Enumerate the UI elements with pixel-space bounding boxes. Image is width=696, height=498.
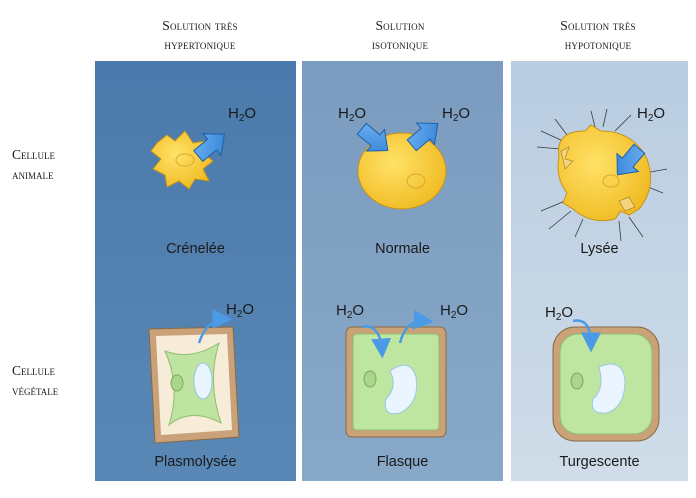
panel-hypertonic: H2O H2O Crénelée Plasmolysée — [95, 61, 296, 481]
water-label: H2O — [440, 302, 469, 321]
flaccid-plant-cell — [345, 326, 447, 438]
normal-animal-cell — [357, 132, 447, 210]
row-label-line1: Cellule — [12, 363, 55, 378]
water-label: H2O — [338, 105, 367, 124]
row-label-line1: Cellule — [12, 147, 55, 162]
outflow-arrow-icon — [406, 122, 439, 152]
row-label-plant: Cellule végétale — [12, 361, 90, 401]
osmosis-arrow-icon — [398, 309, 434, 344]
column-header-isotonic: Solution isotonique — [300, 16, 500, 54]
water-label: H2O — [442, 105, 471, 124]
outflow-arrow-icon — [193, 133, 225, 163]
water-label: H2O — [336, 302, 365, 321]
row-label-animal: Cellule animale — [12, 145, 90, 185]
row-label-line2: animale — [12, 167, 54, 182]
lysed-animal-cell — [536, 108, 668, 242]
column-header-hypotonic: Solution très hypotonique — [508, 16, 688, 54]
state-label-normal: Normale — [375, 241, 430, 257]
water-label: H2O — [545, 304, 574, 323]
panel-isotonic: H2O H2O H2O H2O Normale Flasque — [302, 61, 503, 481]
inflow-arrow-icon — [356, 122, 389, 152]
column-header-hypertonic: Solution très hypertonique — [95, 16, 305, 54]
state-label-lysed: Lysée — [580, 241, 619, 257]
inflow-arrow-icon — [616, 143, 646, 176]
column-header-line2: hypotonique — [564, 37, 632, 52]
column-header-line2: hypertonique — [164, 37, 236, 52]
water-label: H2O — [637, 105, 666, 124]
turgid-plant-cell — [552, 326, 660, 442]
osmosis-arrow-icon — [572, 319, 601, 353]
state-label-plasmolysed: Plasmolysée — [154, 454, 237, 470]
osmosis-arrow-icon — [361, 325, 392, 359]
column-header-line2: isotonique — [371, 37, 429, 52]
state-label-crenated: Crénelée — [166, 241, 225, 257]
water-label: H2O — [226, 301, 255, 320]
crenated-animal-cell — [150, 130, 214, 190]
osmosis-arrow-icon — [197, 309, 233, 344]
column-header-line1: Solution très — [560, 18, 636, 33]
column-header-line1: Solution — [375, 18, 425, 33]
plasmolysed-plant-cell — [148, 326, 240, 444]
panel-hypotonic: H2O H2O Lysée Turgescente — [511, 61, 688, 481]
water-label: H2O — [228, 105, 257, 124]
state-label-flaccid: Flasque — [376, 454, 429, 470]
row-label-line2: végétale — [12, 383, 59, 398]
column-header-line1: Solution très — [162, 18, 238, 33]
state-label-turgid: Turgescente — [559, 454, 640, 470]
